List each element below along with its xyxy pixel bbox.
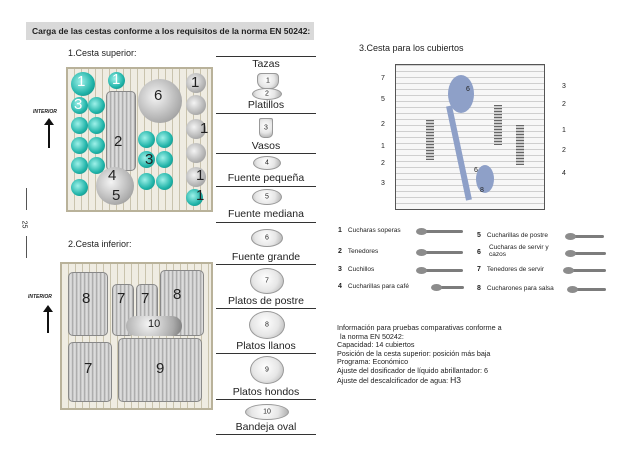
upper-num-1e: 1	[196, 167, 205, 184]
upper-num-1a: 1	[77, 73, 86, 90]
legend-divider	[216, 308, 316, 309]
large-dish-icon: 6	[251, 229, 283, 247]
legend-platos-llanos-label: Platos llanos	[236, 340, 296, 352]
comparative-test-info: Información para pruebas comparativas co…	[337, 323, 502, 385]
legend-divider	[216, 186, 316, 187]
dessert-plate-icon: 7	[250, 268, 284, 294]
legend-divider	[216, 153, 316, 154]
lower-num-8a: 8	[82, 290, 91, 307]
legend-vasos-label: Vasos	[251, 140, 281, 152]
cutlery-right-num-1: 1	[562, 127, 566, 134]
lower-basket-title: 2.Cesta inferior:	[68, 239, 132, 249]
cutlery-inner-num-8: 8	[480, 187, 484, 194]
legend-divider	[216, 222, 316, 223]
legend-divider	[216, 56, 316, 57]
upper-num-1c: 1	[191, 74, 200, 91]
oval-platter-icon: 10	[245, 404, 289, 420]
cutlery-right-num-3: 3	[562, 83, 566, 90]
upper-num-1d: 1	[200, 120, 209, 137]
soup-plate-icon: 9	[250, 356, 284, 384]
legend-fuente-pequena-label: Fuente pequeña	[227, 172, 305, 184]
lower-num-10: 10	[148, 318, 161, 330]
cutlery-right-num-2a: 2	[562, 101, 566, 108]
fork-icon	[416, 249, 463, 256]
cutlery-right-num-4: 4	[562, 170, 566, 177]
interior-arrow-upper-icon	[44, 118, 54, 148]
legend-platos-hondos-label: Platos hondos	[232, 386, 300, 398]
legend-fuente-grande-label: Fuente grande	[231, 251, 301, 263]
cutlery-left-num-3: 3	[381, 180, 385, 187]
legend-tazas-label: Tazas	[252, 58, 280, 70]
upper-num-1f: 1	[196, 187, 205, 204]
interior-label-lower: INTERIOR	[28, 294, 52, 300]
gravy-ladle-icon	[567, 286, 606, 293]
cutlery-right-num-2b: 2	[562, 147, 566, 154]
page-number: 25	[20, 188, 32, 258]
saucer-icon: 2	[252, 88, 282, 100]
lower-num-7a: 7	[117, 290, 126, 307]
serving-spoon-icon	[565, 250, 606, 257]
lower-num-8b: 8	[173, 286, 182, 303]
cutlery-left-num-2a: 2	[381, 121, 385, 128]
legend-divider	[216, 399, 316, 400]
upper-num-4: 4	[108, 167, 117, 184]
page-header: Carga de las cestas conforme a los requi…	[26, 22, 314, 40]
teaspoon-icon	[431, 284, 464, 291]
legend-platillos-label: Platillos	[247, 99, 285, 111]
upper-num-3a: 3	[74, 96, 83, 113]
medium-dish-icon: 5	[252, 189, 282, 205]
upper-num-6: 6	[154, 87, 163, 104]
lower-num-9: 9	[156, 360, 165, 377]
legend-bandeja-oval-label: Bandeja oval	[235, 421, 297, 433]
cutlery-inner-num-6a: 6	[466, 86, 470, 93]
cutlery-basket-title: 3.Cesta para los cubiertos	[359, 43, 464, 53]
upper-num-3b: 3	[145, 151, 154, 168]
dinner-plate-icon: 8	[249, 311, 285, 339]
lower-num-7b: 7	[141, 290, 150, 307]
upper-num-5: 5	[112, 187, 121, 204]
cup-icon: 1	[257, 73, 279, 89]
lower-basket-diagram: 8 7 7 8 10 7 9	[60, 262, 213, 410]
upper-basket-title: 1.Cesta superior:	[68, 48, 137, 58]
cutlery-left-num-5: 5	[381, 96, 385, 103]
cutlery-left-num-2b: 2	[381, 160, 385, 167]
interior-arrow-lower-icon	[43, 305, 53, 333]
legend-divider	[216, 353, 316, 354]
legend-divider	[216, 434, 316, 435]
legend-divider	[216, 264, 316, 265]
legend-platos-postre-label: Platos de postre	[228, 295, 304, 307]
legend-divider	[216, 113, 316, 114]
cutlery-basket-diagram: 6 6 8	[395, 64, 545, 210]
cutlery-inner-num-6b: 6	[474, 167, 478, 174]
glass-icon: 3	[259, 118, 273, 138]
upper-basket-diagram: 1 1 6 1 3 1 2 3 1 4 1 5	[66, 67, 213, 212]
cutlery-left-num-1: 1	[381, 143, 385, 150]
dessert-spoon-icon	[565, 233, 604, 240]
serving-fork-icon	[563, 267, 606, 274]
lower-num-7c: 7	[84, 360, 93, 377]
upper-num-1b: 1	[112, 71, 121, 88]
interior-label-upper: INTERIOR	[33, 109, 57, 115]
soup-spoon-icon	[416, 228, 463, 235]
small-dish-icon: 4	[253, 156, 281, 170]
cutlery-left-num-7: 7	[381, 75, 385, 82]
upper-num-2: 2	[114, 133, 123, 150]
legend-fuente-mediana-label: Fuente mediana	[228, 208, 304, 220]
knife-icon	[416, 267, 463, 274]
